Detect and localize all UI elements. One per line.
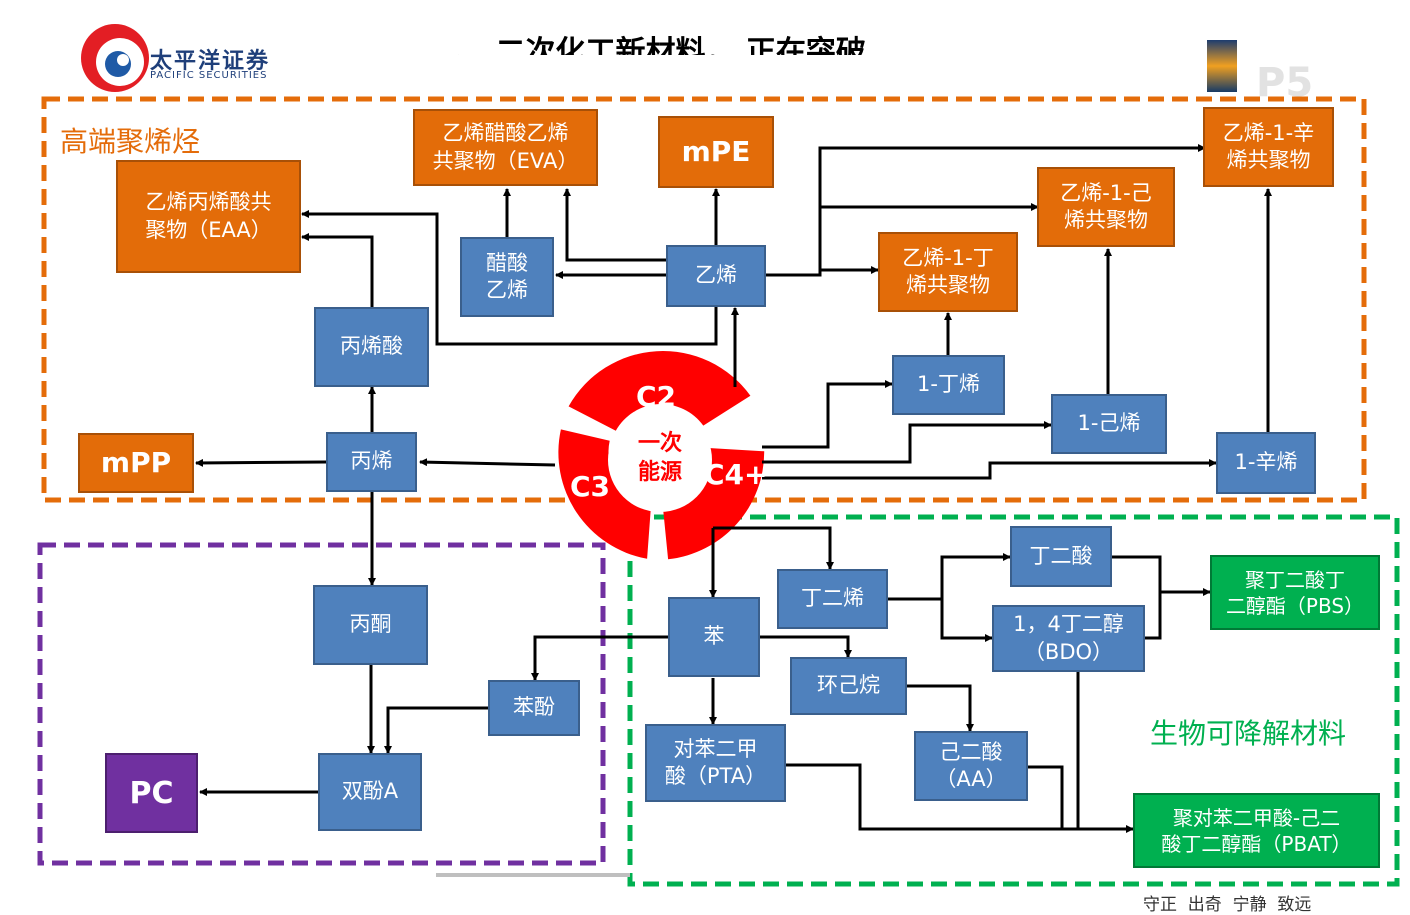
ring-label-c3: C3 <box>570 470 611 503</box>
node-hexene: 1-己烯 <box>1051 394 1167 454</box>
node-eva: 乙烯醋酸乙烯 共聚物（EVA） <box>413 109 598 186</box>
node-pbat: 聚对苯二甲酸-己二 酸丁二醇酯（PBAT） <box>1133 793 1380 868</box>
node-mpe: mPE <box>658 116 774 188</box>
node-hexene-copolymer: 乙烯-1-己 烯共聚物 <box>1037 167 1175 247</box>
ring-segment-c4 <box>662 448 765 560</box>
node-pta: 对苯二甲 酸（PTA） <box>645 724 786 802</box>
node-bdo: 1，4丁二醇 （BDO） <box>992 605 1145 672</box>
node-propylene: 丙烯 <box>326 432 417 492</box>
pc-region-border <box>37 542 606 866</box>
company-name-en: PACIFIC SECURITIES <box>150 70 268 81</box>
node-phenol: 苯酚 <box>488 680 580 736</box>
node-pbs: 聚丁二酸丁 二醇酯（PBS） <box>1210 555 1380 630</box>
node-succinic-acid: 丁二酸 <box>1010 526 1112 587</box>
node-vinyl-acetate: 醋酸 乙烯 <box>460 237 554 317</box>
node-bisphenol-a: 双酚A <box>318 753 422 831</box>
node-adipic-acid: 己二酸 （AA） <box>914 731 1028 801</box>
ring-center-label: 一次 能源 <box>637 431 682 485</box>
biodegradable-region-label: 生物可降解材料 <box>1150 717 1347 750</box>
node-butadiene: 丁二烯 <box>777 569 888 629</box>
node-butene: 1-丁烯 <box>892 355 1005 415</box>
node-butene-copolymer: 乙烯-1-丁 烯共聚物 <box>878 232 1018 312</box>
ring-label-c2: C2 <box>636 380 677 413</box>
decorative-image <box>1207 40 1237 92</box>
node-pc: PC <box>105 753 198 833</box>
ring-label-c4: C4+ <box>704 458 768 491</box>
biodegradable-region-border <box>627 514 1400 887</box>
node-octene-copolymer: 乙烯-1-辛 烯共聚物 <box>1203 107 1334 187</box>
node-mpp: mPP <box>78 433 194 493</box>
node-octene: 1-辛烯 <box>1216 432 1316 494</box>
footer-slogan: 守正 出奇 宁静 致远 <box>1143 895 1312 915</box>
ring-segment-c2 <box>568 351 751 431</box>
node-cyclohexane: 环己烷 <box>790 657 907 715</box>
polyolefin-region-label: 高端聚烯烃 <box>60 125 201 158</box>
company-logo-icon <box>81 24 149 92</box>
company-name-cn: 太平洋证券 <box>150 49 271 74</box>
node-benzene: 苯 <box>668 597 760 677</box>
node-acrylic-acid: 丙烯酸 <box>314 307 429 387</box>
node-acetone: 丙酮 <box>313 585 428 665</box>
page-title: 、 二次化工新材料， 正在突破 <box>455 35 866 55</box>
ring-segment-c3 <box>558 429 652 559</box>
node-ethylene: 乙烯 <box>666 245 766 307</box>
primary-energy-ring <box>558 351 765 560</box>
edges <box>195 144 1272 833</box>
node-eaa: 乙烯丙烯酸共 聚物（EAA） <box>116 160 301 273</box>
page-number: P5 <box>1256 60 1314 106</box>
